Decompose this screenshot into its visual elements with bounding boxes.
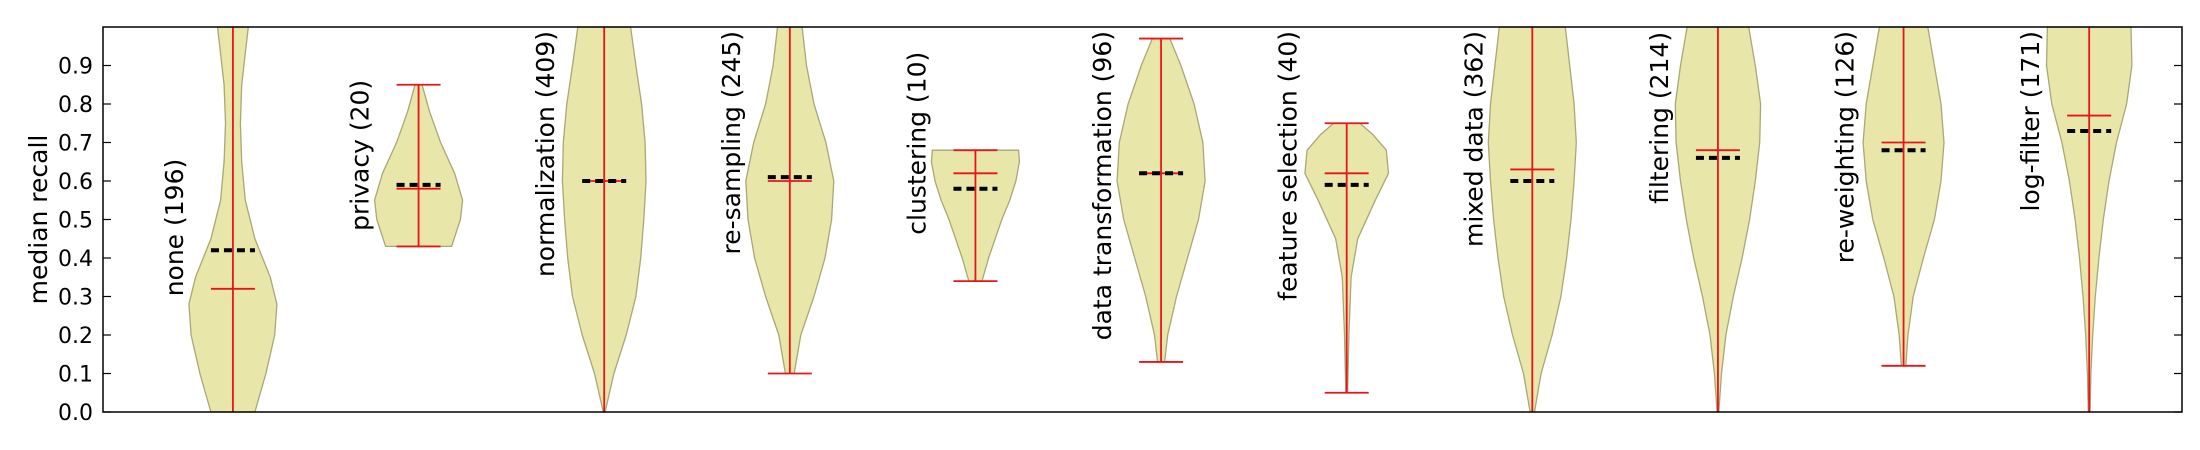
y-tick-label: 0.9 [58,55,93,80]
y-tick-label: 0.3 [58,286,93,311]
y-tick-label: 0.5 [58,209,93,234]
y-tick-label: 0.7 [58,132,93,157]
category-label: re-sampling (245) [717,31,746,254]
y-tick-label: 0.4 [58,247,93,272]
violin-2 [561,26,647,413]
violin-1 [373,83,464,248]
violin-10 [2045,26,2133,413]
category-label: privacy (20) [346,80,375,231]
category-label: clustering (10) [902,52,931,235]
y-tick-label: 0.2 [58,324,93,349]
category-label: normalization (409) [531,31,560,277]
category-label: none (196) [160,159,189,297]
category-label: re-weighting (126) [1831,31,1860,263]
category-label: feature selection (40) [1274,31,1303,301]
violin-4 [930,149,1021,283]
violin-9 [1862,26,1945,367]
violin-0 [188,26,278,413]
category-label: mixed data (362) [1459,31,1488,247]
y-axis-label: median recall [24,135,53,305]
plot-frame [102,26,2183,413]
violin-6 [1304,122,1390,394]
y-tick-label: 0.6 [58,170,93,195]
violin-5 [1116,37,1206,363]
violin-8 [1674,26,1762,413]
y-tick-label: 0.8 [58,93,93,118]
violin-7 [1487,26,1577,413]
violin-3 [745,26,835,375]
y-tick-label: 0.1 [58,363,93,388]
category-labels-group: none (196) privacy (20) normalization (409… [160,31,2045,340]
category-label: filtering (214) [1645,32,1674,204]
y-axis: 0.0 0.1 0.2 0.3 0.4 0.5 0.6 0.7 0.8 0.9 [58,55,2182,426]
category-label: log-filter (171) [2016,31,2045,211]
y-tick-label: 0.0 [58,401,93,426]
category-label: data transformation (96) [1088,31,1117,340]
violins-group [188,26,2133,413]
